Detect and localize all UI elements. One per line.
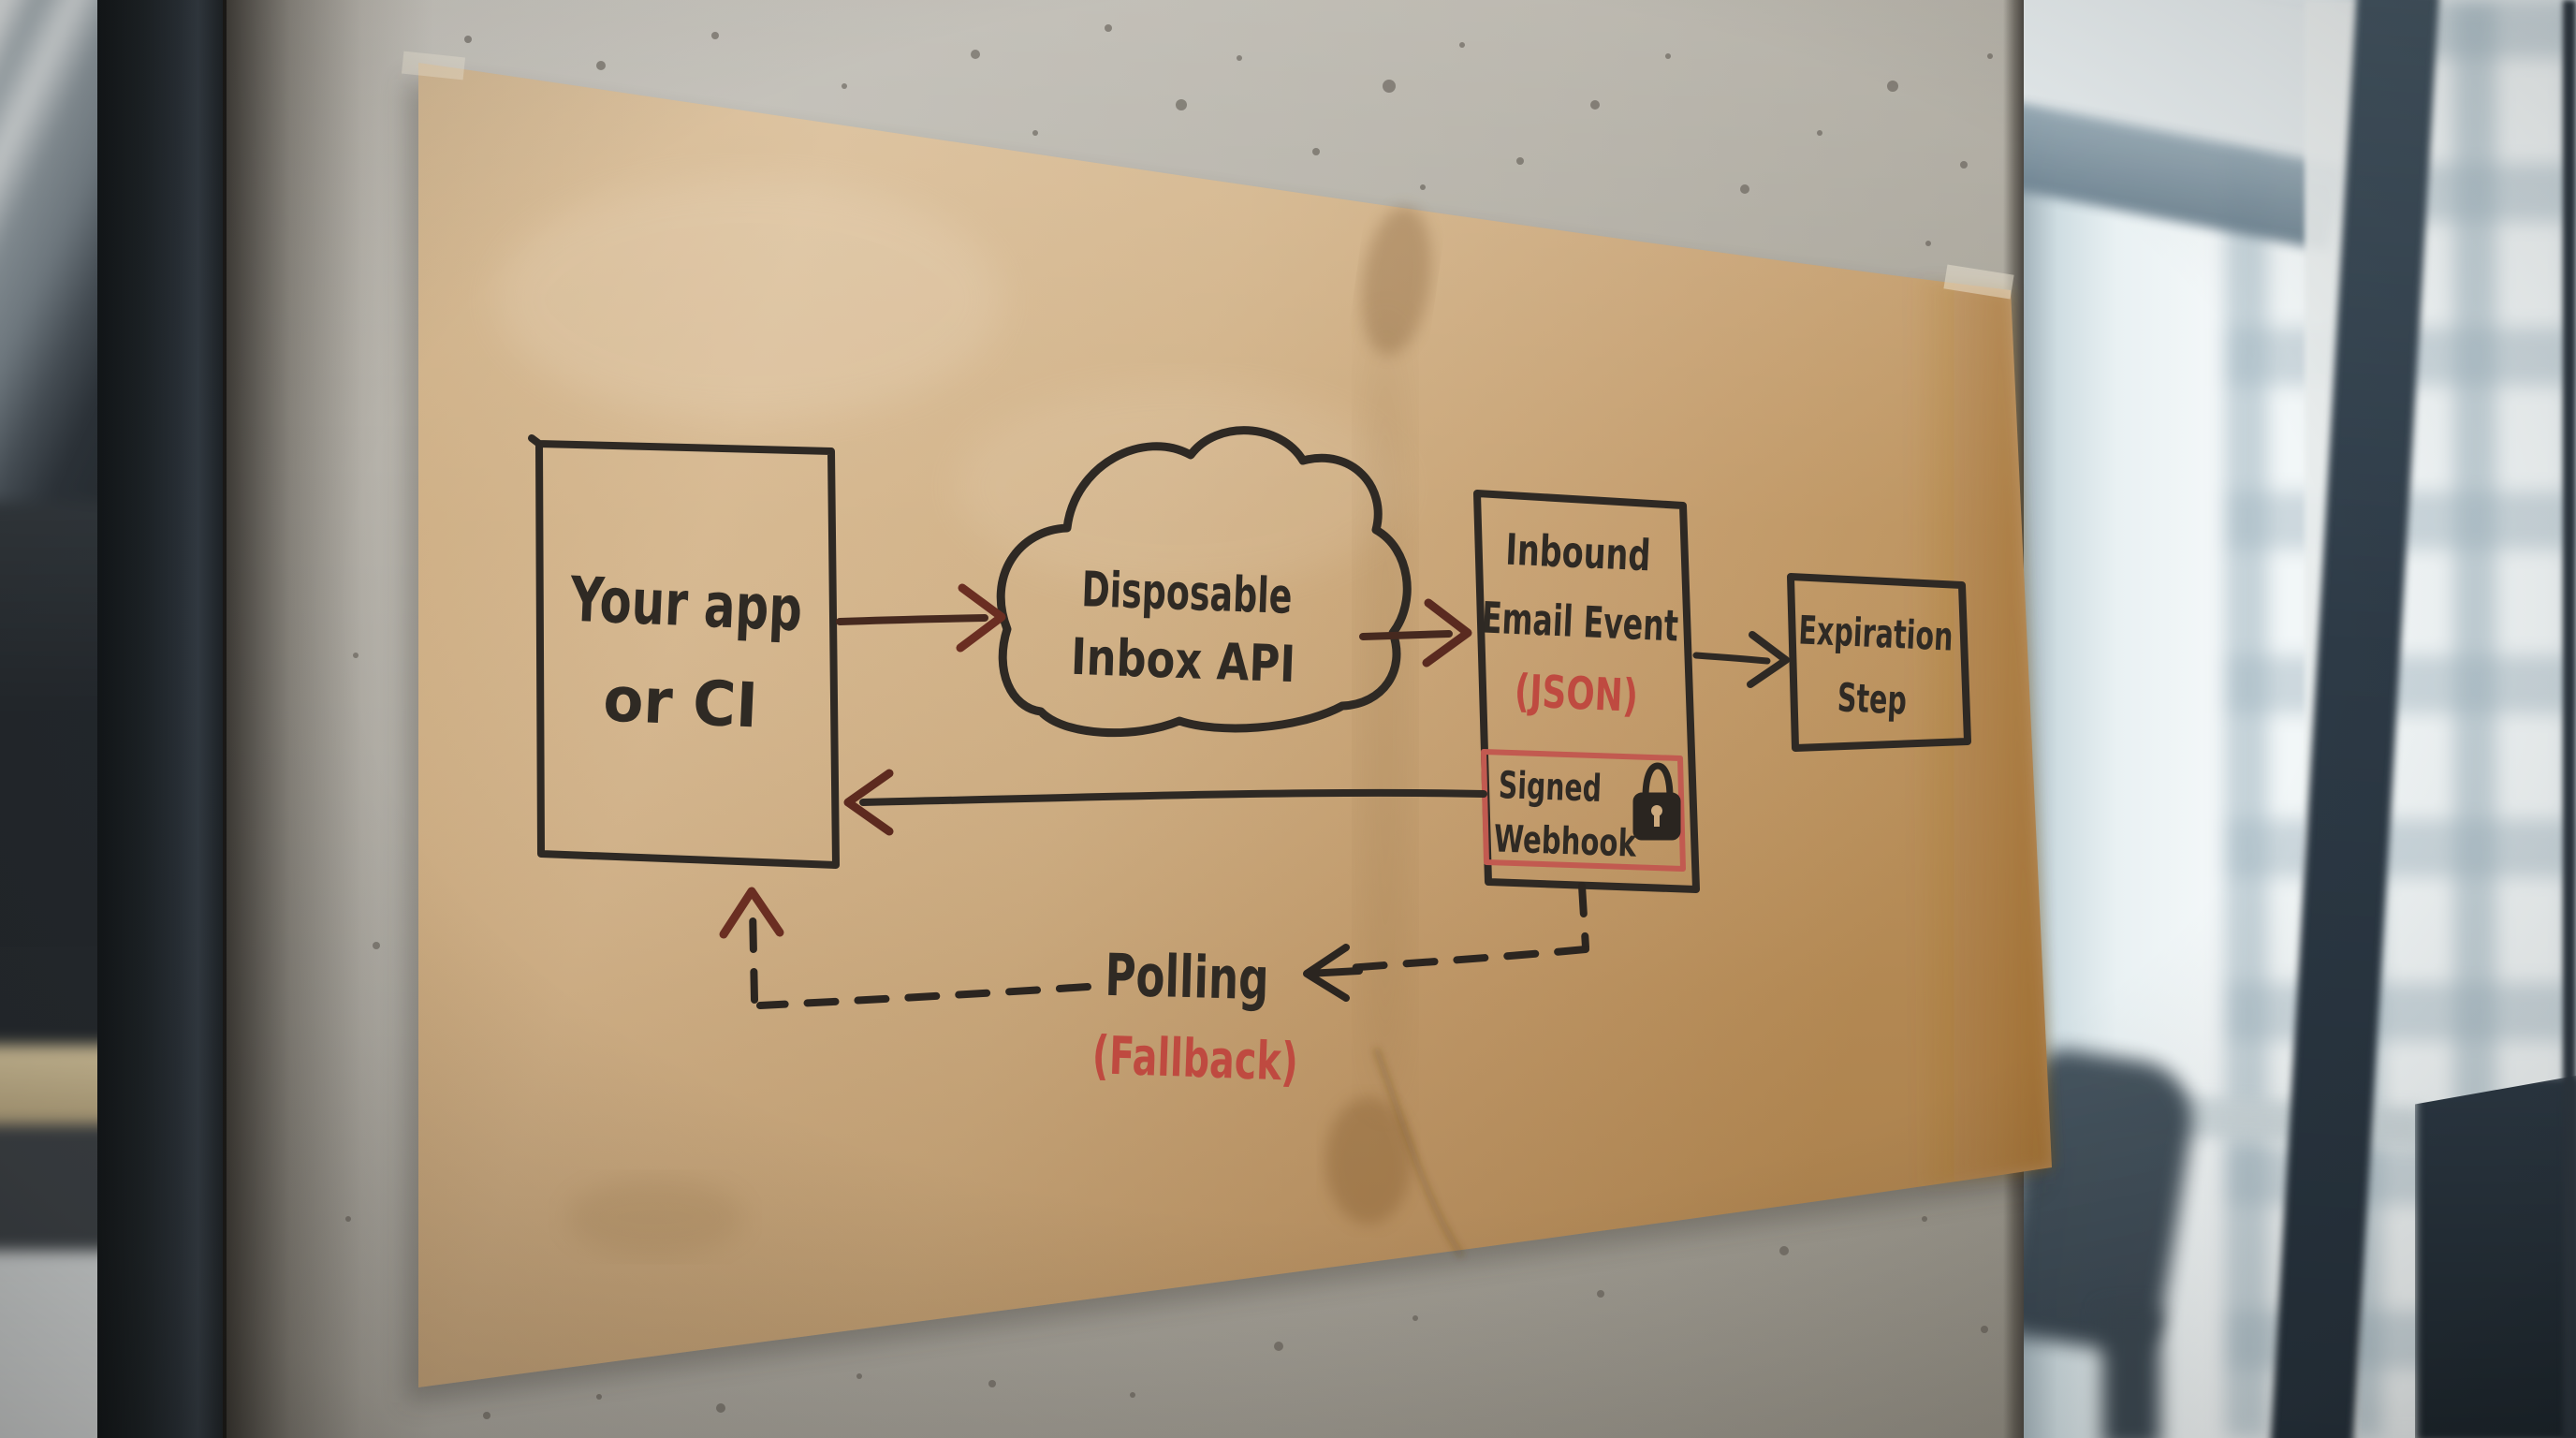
arrow-app-to-cloud [836,583,1006,653]
expiration-label-line2: Step [1837,674,1908,723]
left-window-frame [97,0,227,1438]
expiration-label-line1: Expiration [1797,607,1954,659]
left-office-monitors [0,502,105,1045]
left-office-blur [0,0,105,1438]
left-office-background [0,0,105,1438]
arrow-webhook-to-app [843,769,1487,836]
paper-stain-top [1361,206,1432,356]
cloud-label-line2: Inbox API [1070,627,1296,694]
paper-fold-shadow [1357,309,1413,1114]
paper-crease [1373,1047,1465,1258]
polling-dashed-path [749,882,1589,1009]
fallback-label: (Fallback) [1091,1025,1299,1093]
paper-amber-edge [1910,276,2052,1187]
cloud-label-line1: Disposable [1080,562,1293,625]
left-office-floor [0,1251,105,1438]
left-office-desk [0,1045,105,1124]
paper-sheen [496,178,1002,421]
tape-strip [1943,264,2014,300]
paper-smudge [566,1178,744,1256]
cloud-node [996,426,1412,738]
pillar-left-shadow [223,0,433,1438]
arrowhead-left-icon [843,769,894,836]
right-window [2024,0,2576,1438]
lock-icon [1632,762,1681,841]
arrowhead-right-icon [1422,598,1472,668]
left-office-underdesk [0,1124,105,1251]
arrow-inbound-to-expiration [1692,631,1790,688]
tape-strip [401,51,466,81]
inbound-label-line2: Email Event [1481,592,1679,651]
app-label-line1: Your app [568,564,804,646]
expiration-box [1787,573,1971,752]
app-label-line2: or CI [602,663,759,741]
inbound-label-line1: Inbound [1504,524,1651,581]
webhook-label-line2: Webhook [1493,817,1638,865]
polling-label: Polling [1105,941,1270,1014]
webhook-label-line1: Signed [1498,764,1603,811]
arrowhead-right-icon [956,583,1006,653]
webhook-box [1481,749,1686,872]
left-office-ceiling [0,0,105,502]
paper-stain-bottom [1325,1097,1412,1225]
arrowhead-left-icon [1303,944,1363,1002]
arrow-cloud-to-inbound [1359,598,1472,668]
arrowhead-right-icon [1747,631,1790,688]
arrowhead-up-icon [719,887,784,939]
monitor-silhouette [2415,1075,2576,1438]
app-box [528,434,840,869]
inbound-label-json: (JSON) [1514,665,1639,723]
window-far-edge [2563,0,2576,1438]
paper-sheen-2 [955,384,1404,590]
office-chair-stem [2102,1309,2160,1438]
